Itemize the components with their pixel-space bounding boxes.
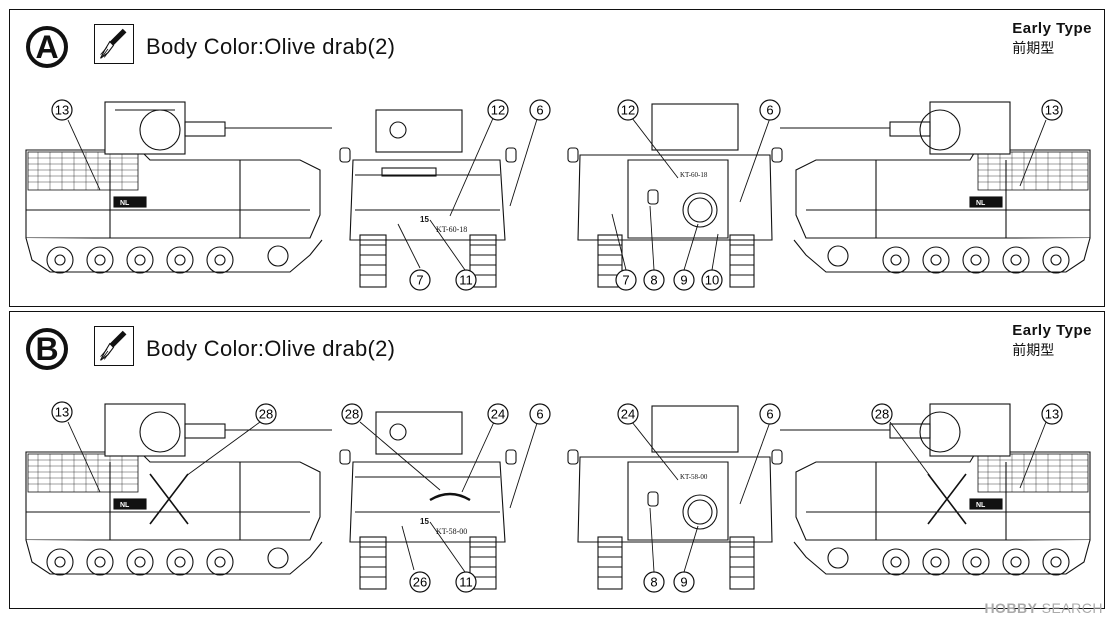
watermark-suffix: SEARCH [1041, 600, 1103, 616]
callout: 12 [487, 99, 509, 121]
svg-text:28: 28 [345, 407, 359, 422]
svg-text:7: 7 [416, 273, 423, 288]
type-japanese: 前期型 [1012, 343, 1055, 359]
svg-text:24: 24 [621, 407, 635, 422]
callout: 28 [341, 403, 363, 425]
svg-text:13: 13 [1045, 103, 1059, 118]
watermark-brand: HOBBY [984, 600, 1038, 616]
panel-a-drawings: NL KT-60-18 15 [25, 99, 1091, 291]
callout: 28 [255, 403, 277, 425]
callouts-right-side: 28 13 [871, 403, 1063, 489]
body-color-label: Body Color:Olive drab(2) [146, 336, 396, 361]
svg-text:8: 8 [650, 273, 657, 288]
callouts-rear: 12 6 7 8 9 10 [611, 99, 781, 291]
svg-text:13: 13 [55, 405, 69, 420]
callout: 10 [701, 269, 723, 291]
right-side-view: NL [780, 403, 1091, 576]
callouts-left-side: 13 [51, 99, 101, 191]
svg-text:15: 15 [420, 517, 429, 526]
callouts-front: 12 6 7 11 [397, 99, 551, 291]
paintbrush-icon [94, 326, 134, 366]
road-wheels [46, 245, 289, 274]
rear-view: KT-60-18 [567, 103, 783, 288]
svg-text:KT-58-00: KT-58-00 [436, 527, 467, 536]
svg-text:10: 10 [705, 273, 719, 288]
svg-text:11: 11 [459, 575, 473, 590]
front-view: KT-60-18 15 [339, 109, 517, 288]
svg-text:NL: NL [120, 502, 130, 509]
callout: 7 [615, 269, 637, 291]
svg-text:KT-58-00: KT-58-00 [680, 473, 708, 481]
type-english: Early Type [1012, 20, 1092, 37]
panel-letter: B [26, 328, 68, 370]
callout: 13 [51, 99, 73, 121]
svg-text:NL: NL [976, 200, 986, 207]
watermark: HOBBY SEARCH [984, 600, 1103, 616]
callout: 11 [455, 269, 477, 291]
type-japanese: 前期型 [1012, 41, 1055, 57]
panel-b-drawings: NL KT-58-00 15 [25, 401, 1091, 593]
left-side-view: NL [25, 101, 332, 274]
callout: 9 [673, 571, 695, 593]
callouts-rear: 24 6 8 9 [617, 403, 781, 593]
left-side-view: NL [25, 403, 332, 576]
svg-text:26: 26 [413, 575, 427, 590]
road-wheels [46, 547, 289, 576]
svg-text:28: 28 [259, 407, 273, 422]
body-color-label: Body Color:Olive drab(2) [146, 34, 396, 59]
svg-text:9: 9 [680, 273, 687, 288]
callout: 13 [51, 401, 73, 423]
callout: 8 [643, 269, 665, 291]
svg-text:NL: NL [120, 200, 130, 207]
svg-text:7: 7 [622, 273, 629, 288]
callout: 28 [871, 403, 893, 425]
svg-text:28: 28 [875, 407, 889, 422]
callout: 6 [529, 403, 551, 425]
callout: 8 [643, 571, 665, 593]
svg-text:KT-60-18: KT-60-18 [680, 171, 708, 179]
callouts-right-side: 13 [1019, 99, 1063, 187]
svg-text:6: 6 [766, 407, 773, 422]
right-side-view: NL [780, 101, 1091, 274]
type-label: Early Type 前期型 [1012, 20, 1092, 58]
callouts-front: 28 24 6 26 11 [341, 403, 551, 593]
callout: 6 [759, 403, 781, 425]
callout: 26 [409, 571, 431, 593]
callout: 7 [409, 269, 431, 291]
svg-text:13: 13 [1045, 407, 1059, 422]
callout: 6 [529, 99, 551, 121]
callout: 9 [673, 269, 695, 291]
svg-text:24: 24 [491, 407, 505, 422]
rear-view: KT-58-00 [567, 405, 783, 590]
callouts-left-side: 13 28 [51, 401, 277, 493]
callout: 13 [1041, 403, 1063, 425]
panel-letter: A [26, 26, 68, 68]
svg-text:13: 13 [55, 103, 69, 118]
road-wheels [827, 547, 1070, 576]
svg-text:12: 12 [621, 103, 635, 118]
callout: 6 [759, 99, 781, 121]
svg-text:6: 6 [766, 103, 773, 118]
svg-text:6: 6 [536, 103, 543, 118]
svg-text:9: 9 [680, 575, 687, 590]
svg-text:11: 11 [459, 273, 473, 288]
svg-text:NL: NL [976, 502, 986, 509]
road-wheels [827, 245, 1070, 274]
panel-a: A Body Color:Olive drab(2) Early Type 前期… [9, 9, 1105, 307]
svg-text:8: 8 [650, 575, 657, 590]
svg-text:15: 15 [420, 215, 429, 224]
svg-text:12: 12 [491, 103, 505, 118]
front-view: KT-58-00 15 [339, 411, 517, 590]
callout: 12 [617, 99, 639, 121]
callout: 24 [617, 403, 639, 425]
type-label: Early Type 前期型 [1012, 322, 1092, 360]
panel-b: B Body Color:Olive drab(2) Early Type 前期… [9, 311, 1105, 609]
paintbrush-icon [94, 24, 134, 64]
callout: 24 [487, 403, 509, 425]
svg-text:KT-60-18: KT-60-18 [436, 225, 467, 234]
svg-text:6: 6 [536, 407, 543, 422]
type-english: Early Type [1012, 322, 1092, 339]
callout: 13 [1041, 99, 1063, 121]
callout: 11 [455, 571, 477, 593]
